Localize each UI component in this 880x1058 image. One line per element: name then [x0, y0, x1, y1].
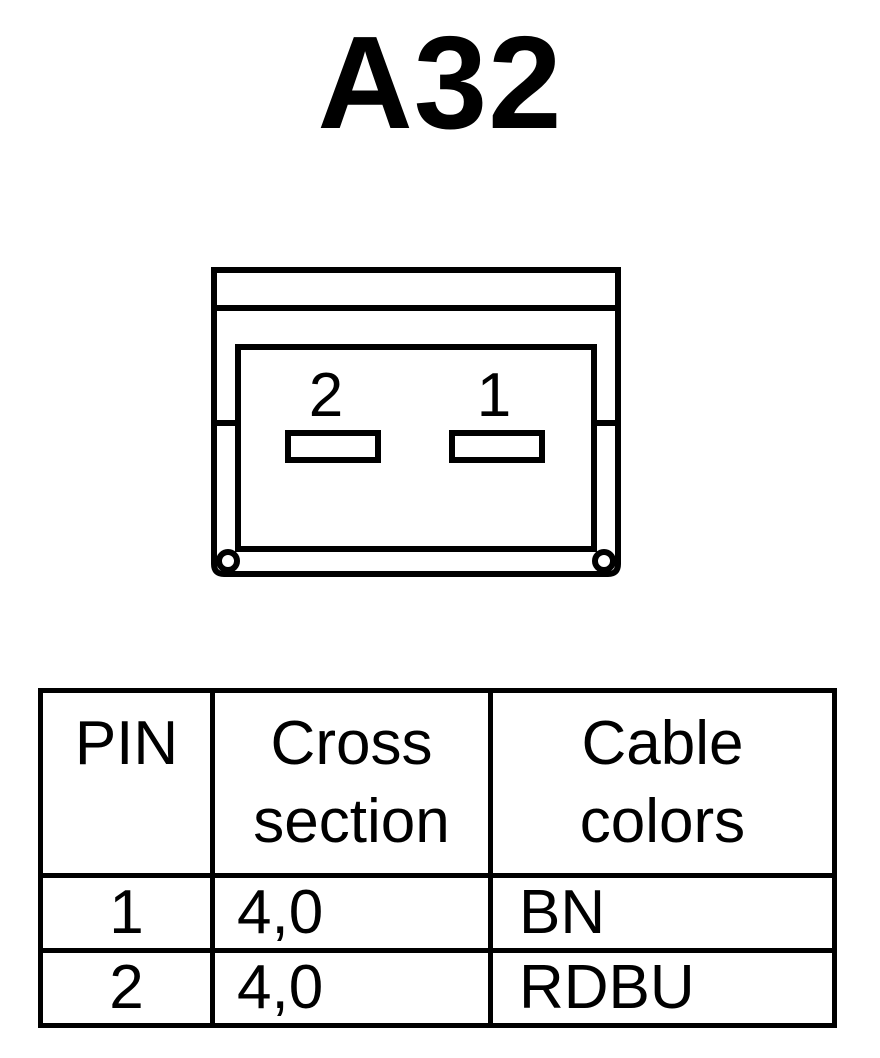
- pin-label-1: 1: [477, 361, 511, 430]
- table-row: 2 4,0 RDBU: [38, 948, 837, 1028]
- cell-cable-color: RDBU: [488, 948, 837, 1028]
- header-cable-colors: Cable colors: [488, 688, 837, 878]
- cell-pin: 2: [38, 948, 215, 1028]
- cell-cable-color: BN: [488, 873, 837, 953]
- mounting-hole-right: [592, 549, 616, 573]
- table-row: 1 4,0 BN: [38, 873, 837, 953]
- header-pin: PIN: [38, 688, 215, 878]
- pin-contact-1: [449, 430, 545, 463]
- pin-label-2: 2: [309, 361, 343, 430]
- cell-cross-section: 4,0: [210, 873, 493, 953]
- cell-cross-section: 4,0: [210, 948, 493, 1028]
- connector-cavity: [235, 344, 597, 552]
- header-cross-section: Cross section: [210, 688, 493, 878]
- pin-contact-2: [285, 430, 381, 463]
- connector-diagram: 2 1: [200, 258, 640, 598]
- connector-housing: [211, 267, 621, 577]
- connector-title: A32: [317, 9, 563, 156]
- cell-pin: 1: [38, 873, 215, 953]
- table-header-row: PIN Cross section Cable colors: [38, 688, 837, 878]
- mounting-hole-left: [216, 549, 240, 573]
- pin-assignment-table: PIN Cross section Cable colors 1 4,0 BN …: [38, 688, 837, 1028]
